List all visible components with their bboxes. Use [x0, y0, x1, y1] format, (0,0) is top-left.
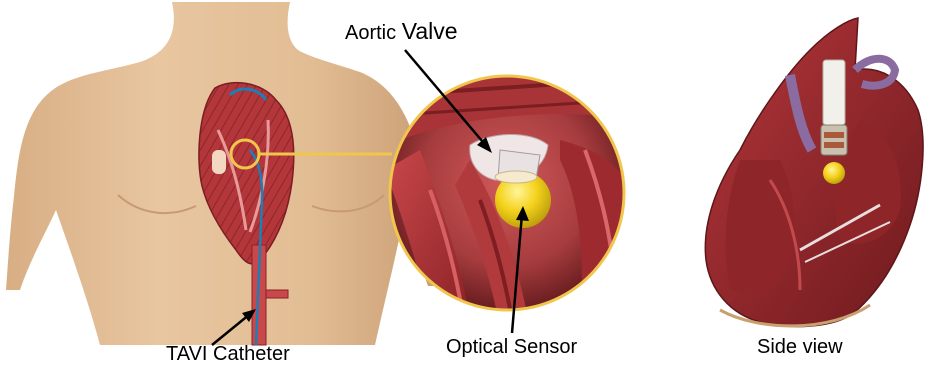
aortic-valve-label: Aortic Valve — [345, 18, 458, 45]
optical-sensor-label: Optical Sensor — [446, 336, 577, 359]
tavi-catheter-label: TAVI Catheter — [166, 343, 290, 366]
side-view-label: Side view — [757, 336, 843, 359]
side-view-heart — [705, 18, 923, 327]
aortic-label-prefix: Aortic — [345, 22, 396, 44]
aortic-label-suffix: Valve — [402, 18, 458, 44]
zoom-view — [385, 60, 630, 330]
